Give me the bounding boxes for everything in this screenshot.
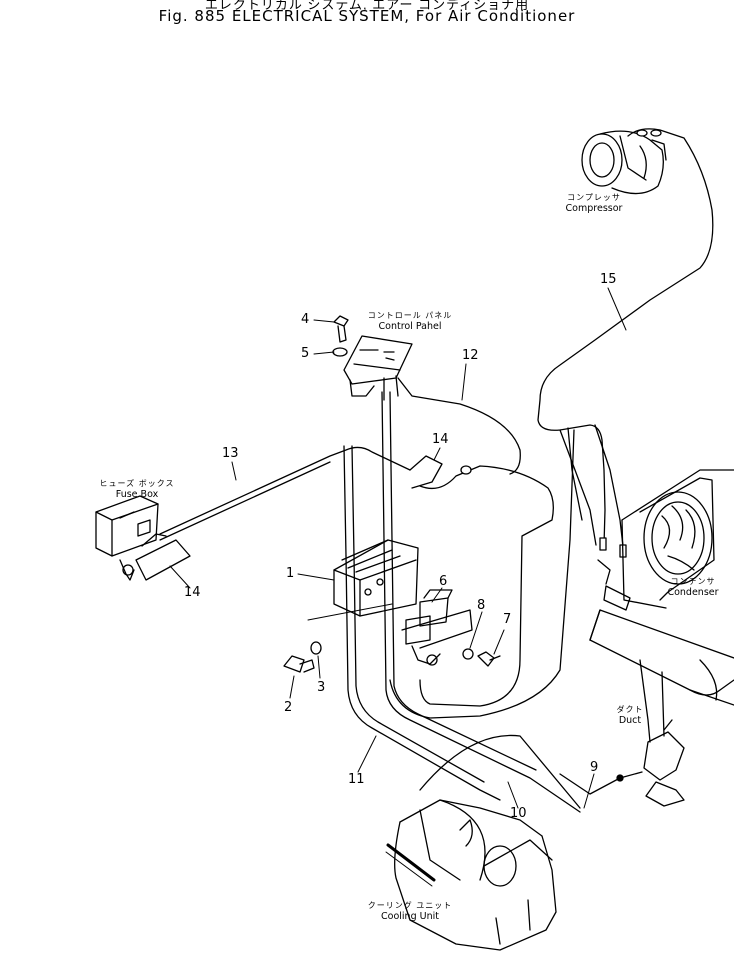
bolt-4-drawing	[333, 315, 349, 343]
mounting-bracket-drawing	[333, 391, 419, 617]
callout-4: 4	[301, 312, 310, 327]
cooling-unit-label-jp: クーリング ユニット	[367, 901, 453, 910]
duct-label: ダクト Duct	[610, 704, 650, 726]
wire-harness-9	[419, 734, 643, 809]
figure-title-japanese: エレクトリカル システム, エアー コンディショナ用	[204, 0, 530, 12]
callout-8: 8	[477, 598, 486, 613]
cooling-unit-drawing	[385, 799, 557, 951]
callout-15: 15	[600, 272, 617, 287]
callout-14-lower: 14	[184, 585, 201, 600]
cooling-unit-label: クーリング ユニット Cooling Unit	[362, 900, 458, 922]
wire-harness-10	[383, 429, 581, 813]
control-panel-label: コントロール パネル Control Pahel	[362, 310, 458, 332]
callout-11: 11	[348, 772, 365, 787]
wire-harness-14-upper	[409, 455, 554, 707]
washer-3-drawing	[310, 641, 322, 655]
condenser-drawing	[597, 469, 734, 611]
callout-12: 12	[462, 348, 479, 363]
callout-9: 9	[590, 760, 599, 775]
duct-label-jp: ダクト	[616, 705, 644, 714]
callout-6: 6	[439, 574, 448, 589]
fuse-box-label-jp: ヒューズ ボックス	[99, 479, 175, 488]
bolt-2-drawing	[283, 655, 315, 673]
condenser-label-jp: コンデンサ	[670, 577, 716, 586]
figure-title: Fig. 885 ELECTRICAL SYSTEM, For Air Cond…	[158, 7, 576, 25]
callout-10: 10	[510, 806, 527, 821]
fuse-box-drawing	[95, 495, 191, 581]
callout-7: 7	[503, 612, 512, 627]
callout-2: 2	[284, 700, 293, 715]
callout-13: 13	[222, 446, 239, 461]
compressor-label-en: Compressor	[565, 203, 623, 214]
wire-harness-13	[159, 446, 411, 541]
wire-harness-11	[345, 555, 501, 801]
condenser-label: コンデンサ Condenser	[656, 576, 730, 598]
callout-1: 1	[286, 566, 295, 581]
compressor-label: コンプレッサ Compressor	[556, 192, 632, 214]
washer-8-drawing	[462, 648, 474, 660]
wire-harness-15	[537, 128, 714, 558]
duct-label-en: Duct	[618, 715, 642, 726]
fuse-box-label: ヒューズ ボックス Fuse Box	[92, 478, 182, 500]
callout-3: 3	[317, 680, 326, 695]
cooling-unit-label-en: Cooling Unit	[381, 911, 439, 922]
control-panel-drawing	[343, 335, 413, 401]
wire-harness-12	[397, 377, 521, 475]
condenser-label-en: Condenser	[667, 587, 719, 598]
compressor-drawing	[581, 130, 667, 195]
bolt-7-drawing	[477, 651, 501, 667]
control-panel-label-jp: コントロール パネル	[367, 311, 453, 320]
callout-14-upper: 14	[432, 432, 449, 447]
washer-5-drawing	[332, 347, 348, 357]
leader-lines	[169, 287, 627, 809]
fuse-box-label-en: Fuse Box	[115, 489, 159, 500]
relay-drawing	[401, 589, 473, 666]
control-panel-label-en: Control Pahel	[378, 321, 442, 332]
callout-5: 5	[301, 346, 310, 361]
compressor-label-jp: コンプレッサ	[567, 193, 621, 202]
duct-drawing	[589, 609, 734, 807]
